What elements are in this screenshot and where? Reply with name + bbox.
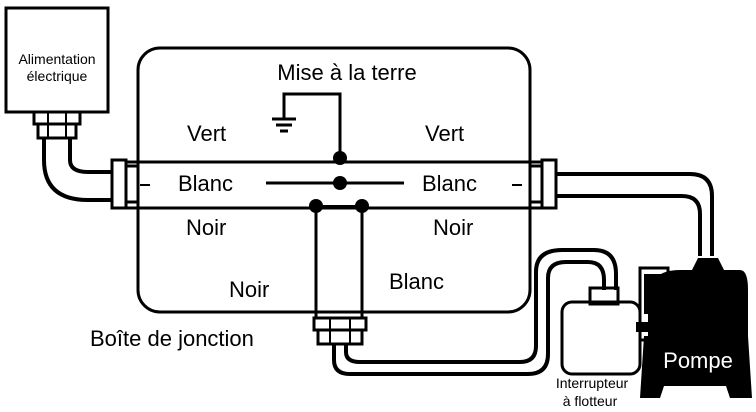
ground-wire — [282, 92, 342, 158]
power-conduit — [42, 138, 112, 202]
white-splice-dot — [333, 176, 347, 190]
wire-label-white-left: Blanc — [178, 171, 233, 196]
pump-base — [640, 336, 752, 398]
pump-motor — [648, 270, 748, 338]
wire-label-black-left: Noir — [186, 215, 226, 240]
float-switch-body — [560, 300, 642, 376]
power-supply-label-line1: Alimentation — [18, 51, 95, 67]
white-down-splice-dot — [355, 199, 369, 213]
wire-label-black-right: Noir — [433, 215, 473, 240]
black-splice-dot — [309, 199, 323, 213]
power-connector-nut-top — [32, 110, 82, 126]
wire-label-white-down: Blanc — [389, 269, 444, 294]
wire-label-green-right: Vert — [425, 121, 464, 146]
float-switch: Interrupteur à flotteur — [556, 286, 642, 409]
float-switch-label-line2: à flotteur — [563, 393, 618, 409]
wire-label-white-right: Blanc — [422, 171, 477, 196]
ground-label: Mise à la terre — [277, 60, 416, 85]
power-connector-nut-bottom — [36, 122, 78, 140]
pump-cable — [556, 172, 714, 256]
float-switch-label-line1: Interrupteur — [556, 375, 629, 391]
pump-label: Pompe — [663, 348, 733, 373]
wire-label-black-down: Noir — [229, 277, 269, 302]
float-switch-cable — [332, 248, 618, 376]
power-supply: Alimentation électrique — [4, 6, 110, 140]
junction-box-label: Boîte de jonction — [90, 326, 254, 351]
power-supply-label-line2: électrique — [27, 68, 88, 84]
wire-label-green-left: Vert — [187, 121, 226, 146]
ground-splice-dot — [333, 151, 347, 165]
junction-box: Mise à la terre Vert Vert Blanc Blanc No… — [90, 46, 558, 351]
pump: Pompe — [636, 258, 752, 398]
